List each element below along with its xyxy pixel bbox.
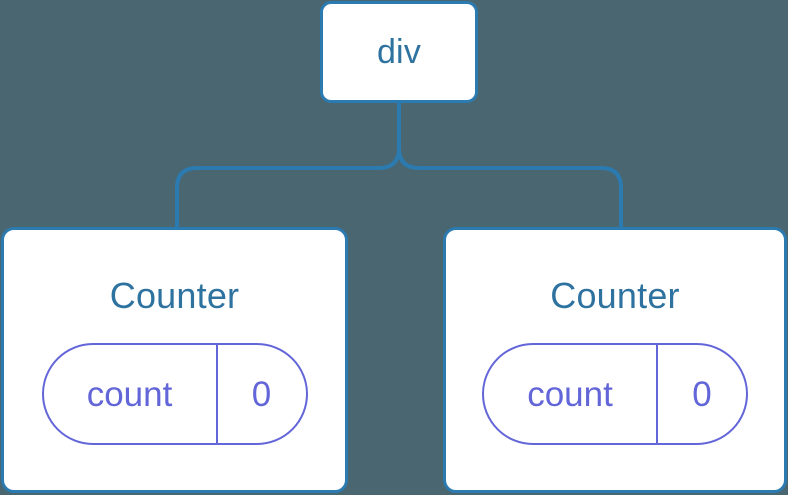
state-pill-left-value: 0 [218, 345, 306, 443]
state-pill-left-value-text: 0 [251, 374, 272, 414]
node-root-div[interactable]: div [320, 1, 478, 103]
node-counter-right-label: Counter [550, 275, 680, 316]
state-pill-right-value-text: 0 [692, 374, 712, 414]
state-pill-left[interactable]: count 0 [41, 343, 308, 445]
state-pill-right[interactable]: count 0 [482, 343, 748, 445]
state-pill-right-key-text: count [527, 374, 613, 414]
state-pill-right-key: count [484, 345, 658, 443]
state-pill-right-value: 0 [658, 345, 746, 443]
node-root-label: div [376, 33, 422, 71]
state-pill-left-key: count [44, 345, 218, 443]
node-counter-left-label: Counter [109, 275, 240, 316]
connector-stem-and-branches [175, 101, 401, 229]
connector-branch-right [397, 101, 623, 229]
node-counter-left[interactable]: Counter count 0 [1, 227, 348, 493]
state-pill-left-key-text: count [86, 374, 173, 414]
node-counter-right[interactable]: Counter count 0 [443, 227, 787, 493]
